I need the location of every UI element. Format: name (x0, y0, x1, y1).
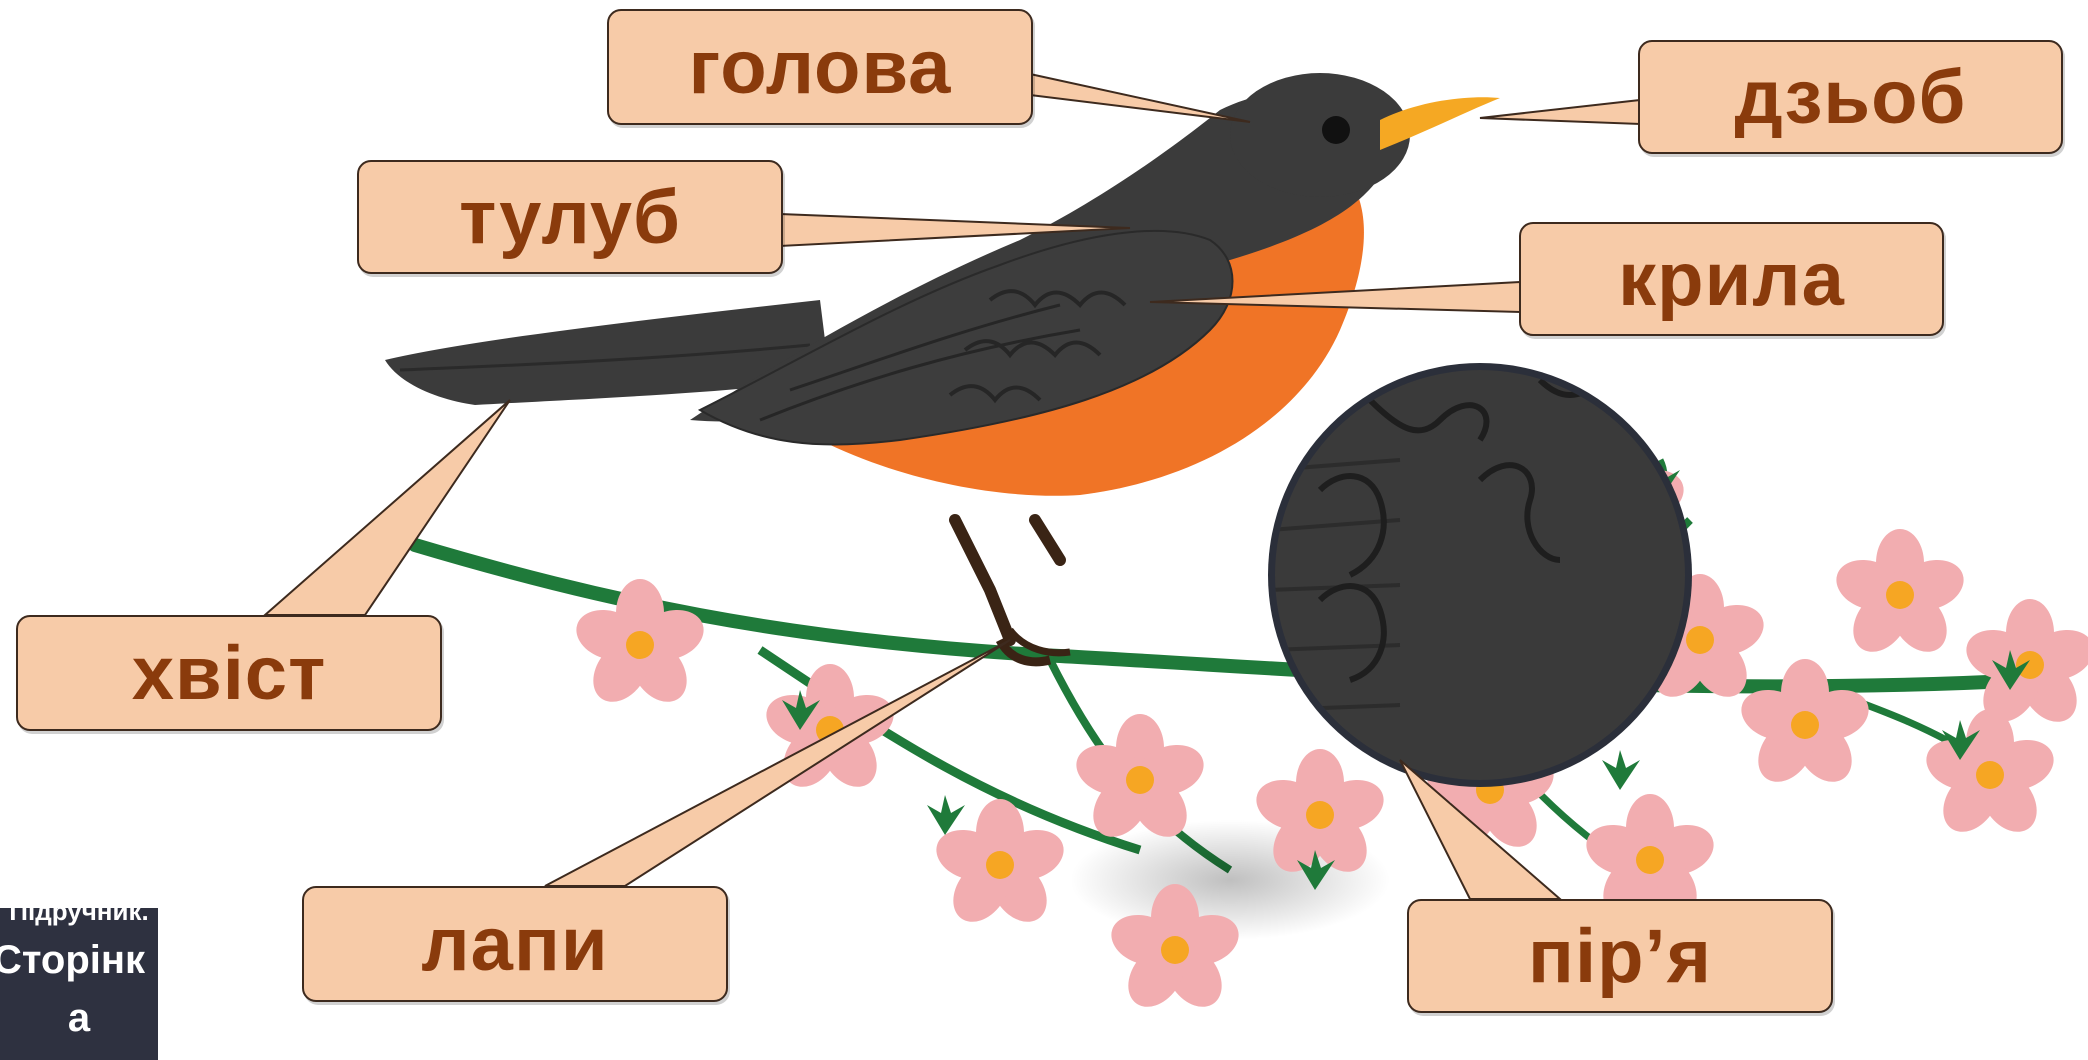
label-body: тулуб (357, 160, 783, 274)
badge-line1: Підручник. (9, 908, 149, 926)
badge-line3: а (67, 996, 91, 1040)
textbook-page-button[interactable]: Підручник. Сторінк а (0, 908, 158, 1060)
feathers-zoom (1268, 363, 1692, 787)
label-tail: хвіст (16, 615, 442, 731)
label-beak: дзьоб (1638, 40, 2063, 154)
bird (385, 73, 1500, 496)
callout-pointers (262, 72, 1641, 900)
label-legs: лапи (302, 886, 728, 1002)
bird-legs (949, 514, 1071, 667)
label-wings: крила (1519, 222, 1944, 336)
label-head: голова (607, 9, 1033, 125)
badge-line2: Сторінк (0, 938, 146, 982)
label-feathers: пір’я (1407, 899, 1833, 1013)
